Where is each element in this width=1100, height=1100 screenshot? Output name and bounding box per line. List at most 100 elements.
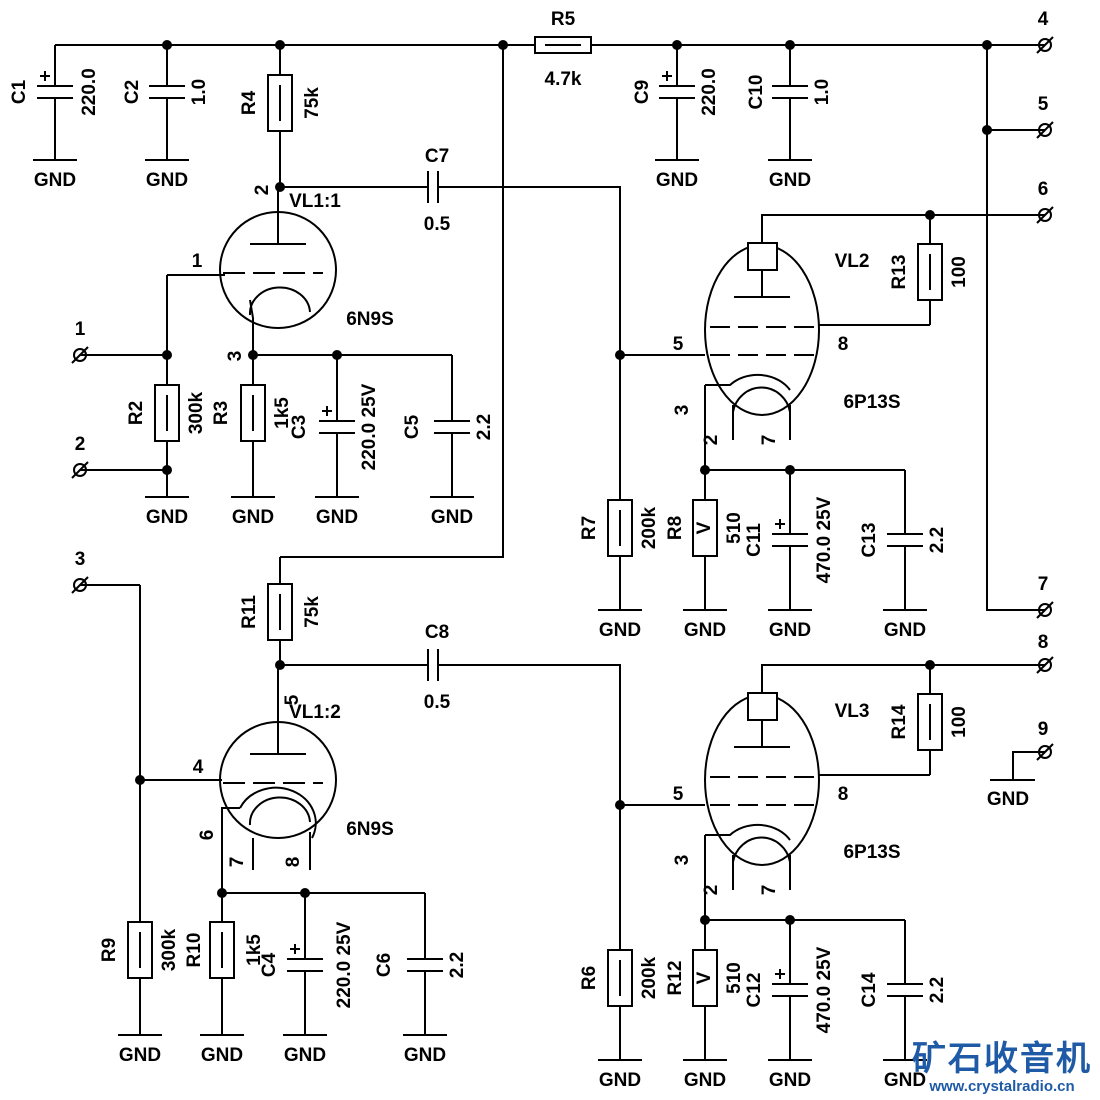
c9-value: 220.0 — [699, 68, 720, 116]
ground-label: GND — [769, 1070, 811, 1091]
vl3-pin-screen: 8 — [838, 784, 849, 805]
ground-label: GND — [769, 170, 811, 191]
ground-label: GND — [599, 1070, 641, 1091]
r12-ref: R12 — [665, 961, 686, 996]
vl1-1-label-pins-plate: 2 — [252, 185, 273, 196]
junction-dot — [162, 40, 172, 50]
watermark-logo: 矿石收音机 www.crystalradio.cn — [912, 1040, 1092, 1096]
c6-value: 2.2 — [447, 952, 468, 978]
vl1-1-label-pins-grid: 1 — [192, 251, 203, 272]
vl2-pin-cathode: 3 — [672, 405, 693, 416]
terminal-slash — [1036, 601, 1054, 619]
c3-value: 220.0 25V — [359, 383, 380, 470]
vl2-type: 6P13S — [843, 392, 900, 413]
terminal-3-icon — [73, 578, 87, 592]
terminal-slash — [1036, 206, 1054, 224]
c2-value: 1.0 — [189, 79, 210, 105]
c7-value: 0.5 — [424, 214, 451, 235]
wire — [1012, 751, 1045, 780]
r8-ref: R8 — [665, 516, 686, 540]
ground-label: GND — [884, 1070, 926, 1091]
junction-dot — [162, 350, 172, 360]
terminal-5-label: 5 — [1038, 94, 1049, 115]
vl2-pin-screen: 8 — [838, 334, 849, 355]
vl3-pin-cathode: 3 — [672, 855, 693, 866]
r13-ref: R13 — [889, 255, 910, 290]
vl2-pin-heater-b: 7 — [759, 435, 780, 446]
vl2-heater — [732, 386, 791, 413]
junction-dot — [982, 40, 992, 50]
c7-ref: C7 — [425, 146, 449, 167]
c10-ref: C10 — [746, 75, 767, 110]
wire — [438, 664, 705, 806]
r11-ref: R11 — [239, 595, 260, 629]
c11-value: 470.0 25V — [814, 496, 835, 583]
vl3-ref: VL3 — [835, 701, 870, 722]
wire — [761, 664, 1045, 693]
c4-value: 220.0 25V — [334, 921, 355, 1008]
junction-dot — [248, 350, 258, 360]
vl1-1-type: 6N9S — [346, 309, 394, 330]
vl1-2-type: 6N9S — [346, 819, 394, 840]
terminal-slash — [71, 346, 89, 364]
vl1-2-label-pins-heater_b: 8 — [283, 857, 304, 868]
r10-value: 1k5 — [244, 934, 265, 966]
wire — [438, 186, 705, 356]
ground-label: GND — [316, 507, 358, 528]
c14-ref: C14 — [859, 972, 880, 1007]
c5-value: 2.2 — [474, 414, 495, 440]
terminal-6-label: 6 — [1038, 179, 1049, 200]
r12-value: 510 — [724, 962, 745, 994]
r9-ref: R9 — [99, 938, 120, 962]
terminal-7-icon — [1038, 603, 1052, 617]
ground-label: GND — [431, 507, 473, 528]
r3-value: 1k5 — [272, 397, 293, 429]
vl3-pin-grid: 5 — [673, 784, 684, 805]
r14-ref: R14 — [889, 704, 910, 739]
r13-value: 100 — [949, 256, 970, 288]
vl3-top-cap — [747, 692, 778, 721]
junction-dot — [785, 40, 795, 50]
junction-dot — [615, 800, 625, 810]
ground-label: GND — [656, 170, 698, 191]
vl1-2-label-pins-heater_a: 7 — [227, 857, 248, 868]
wire — [280, 45, 504, 558]
r5-ref: R5 — [551, 9, 576, 30]
ground-label: GND — [232, 507, 274, 528]
junction-dot — [275, 182, 285, 192]
junction-dot — [275, 660, 285, 670]
c1-ref: C1 — [9, 79, 30, 104]
ground-label: GND — [684, 1070, 726, 1091]
terminal-3-label: 3 — [75, 549, 86, 570]
terminal-1-label: 1 — [75, 319, 86, 340]
vl3-pin-heater-b: 7 — [759, 885, 780, 896]
r2-value: 300k — [186, 391, 207, 434]
vl2-cathode — [705, 373, 791, 391]
c13-value: 2.2 — [927, 527, 948, 553]
terminal-slash — [1036, 121, 1054, 139]
wire — [249, 299, 254, 319]
r10-ref: R10 — [184, 933, 205, 968]
c13-ref: C13 — [859, 523, 880, 558]
junction-dot — [162, 465, 172, 475]
r4-ref: R4 — [239, 90, 260, 115]
r6-value: 200k — [639, 956, 660, 999]
vl1-2-label-pins-plate: 5 — [282, 694, 303, 705]
c2-ref: C2 — [122, 80, 143, 104]
terminal-9-icon — [1038, 745, 1052, 759]
junction-dot — [275, 40, 285, 50]
vl3-cathode — [705, 823, 791, 841]
terminal-4-label: 4 — [1038, 9, 1049, 30]
r2-ref: R2 — [126, 401, 147, 425]
vl1-2-label-pins-grid: 4 — [193, 757, 204, 778]
vl2-pin-grid: 5 — [673, 334, 684, 355]
c1-value: 220.0 — [79, 68, 100, 116]
junction-dot — [615, 350, 625, 360]
r11-value: 75k — [302, 596, 323, 628]
vl1-1-label-ref: VL1:1 — [289, 191, 341, 212]
terminal-5-icon — [1038, 123, 1052, 137]
wire — [986, 45, 1045, 611]
c10-value: 1.0 — [812, 79, 833, 105]
